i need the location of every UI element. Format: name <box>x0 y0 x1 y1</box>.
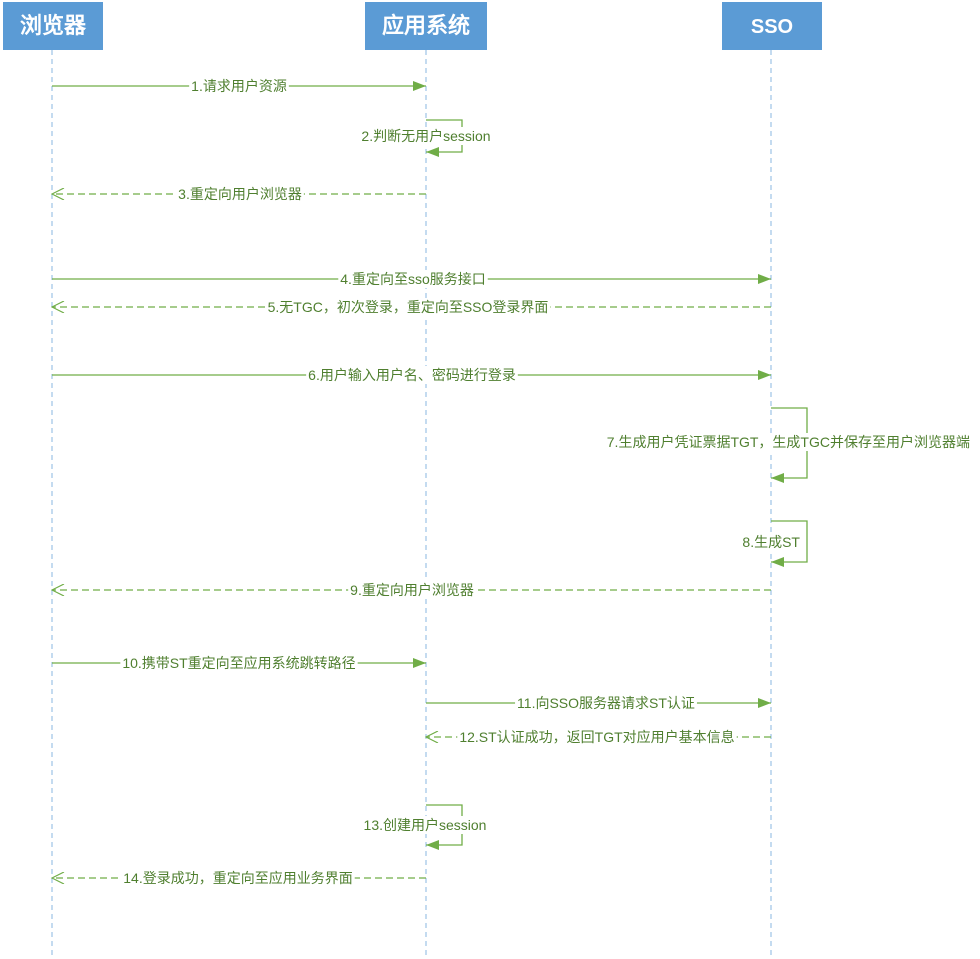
svg-text:10.携带ST重定向至应用系统跳转路径: 10.携带ST重定向至应用系统跳转路径 <box>122 655 355 671</box>
message-label-12: 12.ST认证成功，返回TGT对应用户基本信息 <box>457 728 737 746</box>
participant-app-system: 应用系统 <box>365 2 487 50</box>
message-label-3: 3.重定向用户浏览器 <box>176 185 304 203</box>
participant-sso: SSO <box>722 2 822 50</box>
svg-text:3.重定向用户浏览器: 3.重定向用户浏览器 <box>178 186 302 202</box>
svg-text:11.向SSO服务器请求ST认证: 11.向SSO服务器请求ST认证 <box>517 695 695 711</box>
svg-text:1.请求用户资源: 1.请求用户资源 <box>191 78 287 94</box>
svg-text:4.重定向至sso服务接口: 4.重定向至sso服务接口 <box>340 271 485 287</box>
message-label-13: 13.创建用户session <box>361 816 489 834</box>
svg-text:2.判断无用户session: 2.判断无用户session <box>361 128 490 144</box>
message-label-9: 9.重定向用户浏览器 <box>348 581 476 599</box>
svg-text:13.创建用户session: 13.创建用户session <box>364 817 487 833</box>
message-label-4: 4.重定向至sso服务接口 <box>338 270 488 288</box>
participant-browser: 浏览器 <box>3 2 103 50</box>
message-label-2: 2.判断无用户session <box>359 127 493 145</box>
svg-text:7.生成用户凭证票据TGT，生成TGC并保存至用户浏览器端: 7.生成用户凭证票据TGT，生成TGC并保存至用户浏览器端 <box>607 434 970 450</box>
message-label-7: 7.生成用户凭证票据TGT，生成TGC并保存至用户浏览器端 <box>604 433 972 451</box>
message-arrow-8 <box>771 520 808 567</box>
svg-text:14.登录成功，重定向至应用业务界面: 14.登录成功，重定向至应用业务界面 <box>123 870 352 886</box>
participant-app-system-label: 应用系统 <box>382 13 470 38</box>
svg-text:8.生成ST: 8.生成ST <box>742 534 800 550</box>
svg-text:12.ST认证成功，返回TGT对应用户基本信息: 12.ST认证成功，返回TGT对应用户基本信息 <box>459 729 734 745</box>
participant-sso-label: SSO <box>751 16 793 38</box>
message-label-8: 8.生成ST <box>740 533 803 551</box>
svg-text:9.重定向用户浏览器: 9.重定向用户浏览器 <box>350 582 474 598</box>
svg-text:6.用户输入用户名、密码进行登录: 6.用户输入用户名、密码进行登录 <box>308 367 516 383</box>
message-label-5: 5.无TGC，初次登录，重定向至SSO登录界面 <box>265 298 551 316</box>
message-label-1: 1.请求用户资源 <box>189 77 289 95</box>
svg-text:5.无TGC，初次登录，重定向至SSO登录界面: 5.无TGC，初次登录，重定向至SSO登录界面 <box>268 299 549 315</box>
participant-browser-label: 浏览器 <box>20 13 87 38</box>
message-label-14: 14.登录成功，重定向至应用业务界面 <box>121 869 355 887</box>
message-label-10: 10.携带ST重定向至应用系统跳转路径 <box>120 654 358 672</box>
message-label-6: 6.用户输入用户名、密码进行登录 <box>306 366 518 384</box>
message-label-11: 11.向SSO服务器请求ST认证 <box>515 694 697 712</box>
